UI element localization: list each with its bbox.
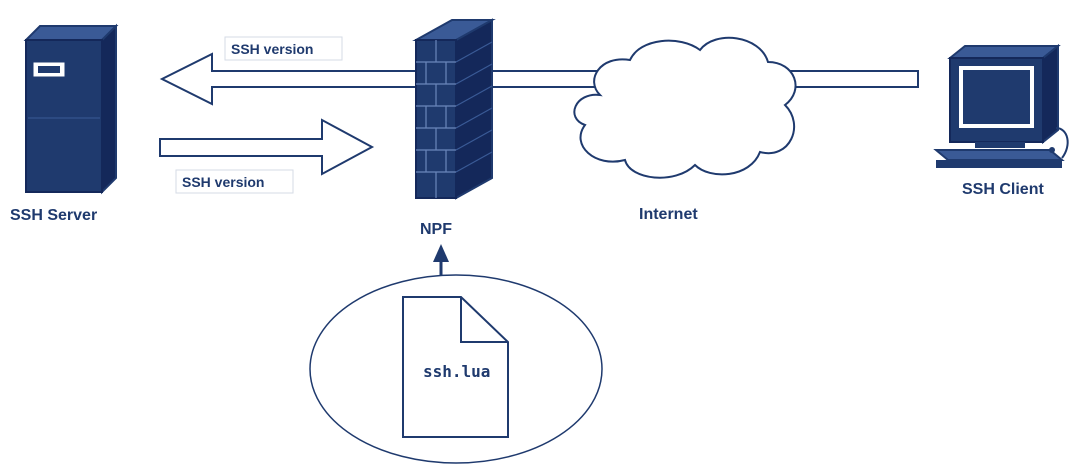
cloud-icon — [573, 36, 797, 179]
firewall-brick-icon — [412, 18, 496, 200]
firewall-label: NPF — [420, 221, 452, 238]
server-tower-icon — [23, 23, 119, 195]
document-icon — [402, 296, 509, 438]
arrow-from-server — [159, 118, 375, 176]
desktop-computer-icon — [933, 43, 1069, 168]
script-file-label: ssh.lua — [423, 362, 490, 381]
arrow-label-from-server: SSH version — [175, 169, 294, 194]
client-label: SSH Client — [962, 181, 1044, 198]
arrow-label-from-server-text: SSH version — [182, 174, 264, 190]
server-label: SSH Server — [10, 207, 97, 224]
arrow-label-to-server: SSH version — [224, 36, 343, 61]
arrow-to-server — [159, 52, 419, 106]
internet-label: Internet — [639, 206, 698, 223]
arrow-label-to-server-text: SSH version — [231, 41, 313, 57]
